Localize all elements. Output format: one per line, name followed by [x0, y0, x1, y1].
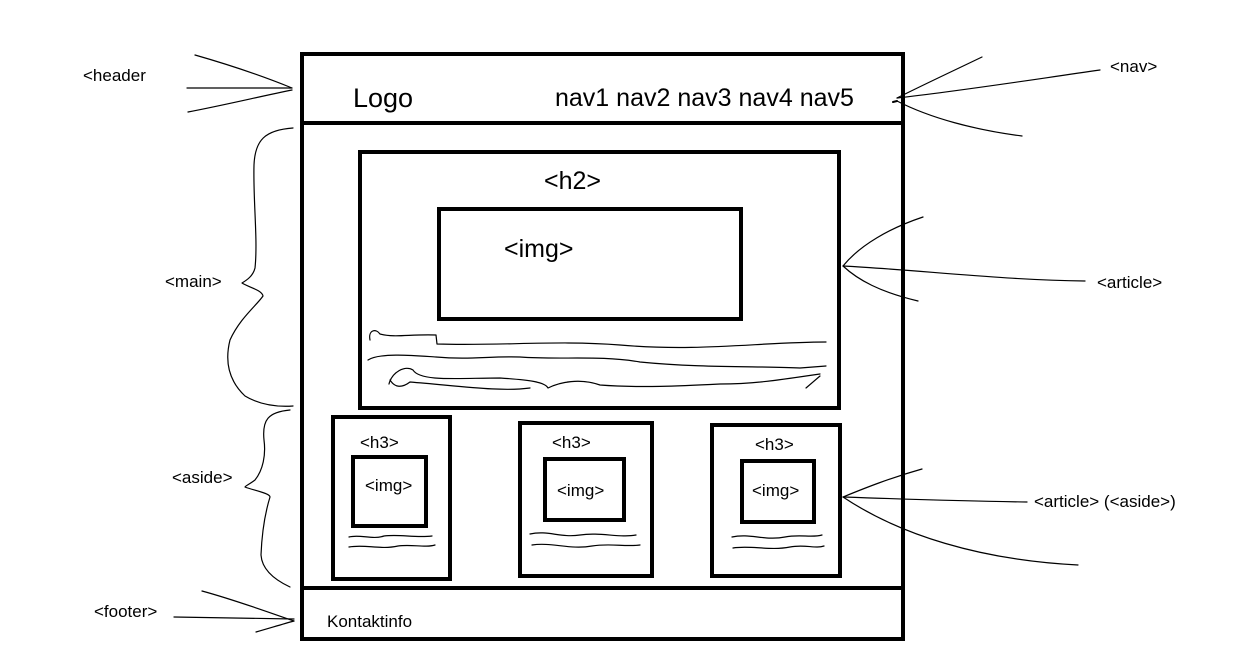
logo: Logo [353, 83, 414, 113]
main-label: <main> [165, 272, 222, 291]
main-image-box [437, 207, 743, 321]
footer-pointer [173, 616, 295, 620]
nav-item-2: nav2 [616, 84, 671, 112]
aside-article-pointer [842, 496, 1028, 503]
article-pointer [842, 216, 924, 267]
card-1-image-box [351, 455, 428, 528]
card-3-scribble [731, 534, 823, 539]
aside-article-label: <article> (<aside>) [1034, 492, 1176, 511]
nav-pointer [896, 56, 983, 99]
page-frame [300, 52, 905, 641]
main-article-scribble [369, 330, 827, 349]
card-1-scribble [348, 544, 436, 549]
main-article-scribble [389, 379, 531, 390]
card-3-image-box [740, 459, 816, 524]
card-2 [518, 421, 654, 578]
nav-bar: nav1 nav2 nav3 nav4 nav5 [555, 86, 854, 111]
card-1-scribble [348, 534, 433, 539]
main-article-box [358, 150, 841, 410]
footer-label: <footer> [94, 602, 158, 621]
aside-article-pointer [842, 468, 923, 498]
footer-pointer [201, 590, 295, 622]
main-heading: <h2> [544, 167, 602, 195]
nav-item-4: nav4 [738, 84, 793, 112]
main-article-scribble [367, 354, 827, 369]
aside-article-pointer [842, 496, 1079, 566]
footer-divider [300, 586, 905, 590]
footer-pointer [255, 620, 295, 633]
nav-item-3: nav3 [677, 84, 732, 112]
aside-label: <aside> [172, 468, 233, 487]
card-2-image-box [543, 457, 626, 522]
header-label: <header [83, 66, 146, 85]
main-article-scribble [388, 367, 821, 389]
aside-brace [244, 409, 291, 588]
card-2-heading: <h3> [552, 433, 591, 452]
header-pointer [187, 89, 293, 113]
nav-pointer [892, 100, 898, 103]
main-brace [227, 127, 294, 407]
nav-item-5: nav5 [799, 84, 854, 112]
card-2-scribble [529, 532, 637, 537]
header-divider [300, 121, 905, 125]
card-2-scribble [531, 543, 641, 548]
card-3-scribble [732, 545, 825, 550]
article-pointer [842, 265, 919, 302]
card-1-heading: <h3> [360, 433, 399, 452]
article-pointer [842, 265, 1086, 282]
card-3-heading: <h3> [755, 435, 794, 454]
nav-pointer [896, 69, 1101, 99]
main-image-label: <img> [504, 235, 574, 263]
nav-pointer [896, 100, 1023, 137]
article-label: <article> [1097, 273, 1163, 292]
footer-text: Kontaktinfo [327, 612, 413, 631]
main-article-scribble [805, 375, 821, 389]
card-3-image-label: <img> [752, 481, 800, 500]
card-2-image-label: <img> [557, 481, 605, 500]
nav-label: <nav> [1110, 57, 1158, 76]
card-1 [331, 415, 452, 581]
card-1-image-label: <img> [365, 476, 413, 495]
header-pointer [194, 54, 293, 89]
nav-item-1: nav1 [555, 84, 610, 112]
card-3 [710, 423, 842, 578]
